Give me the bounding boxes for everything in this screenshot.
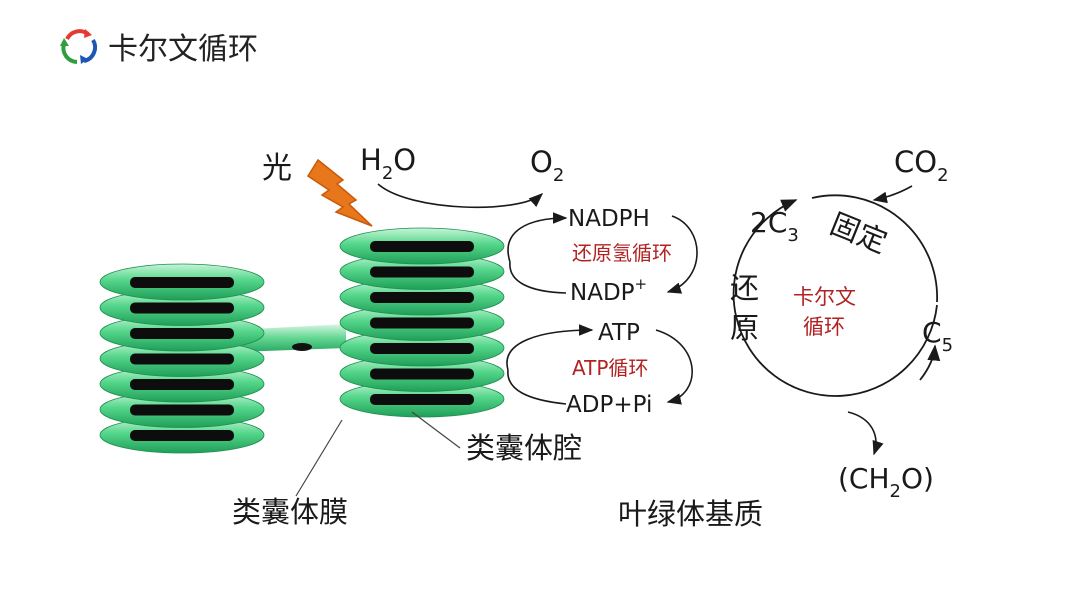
stroma-label: 叶绿体基质 bbox=[618, 497, 763, 531]
thylakoid-lumen-band bbox=[130, 328, 234, 339]
fixation-arrow-arc bbox=[811, 194, 938, 303]
nadph-cycle-arrow-top bbox=[507, 212, 568, 263]
nadph-cycle-arrow-right bbox=[666, 215, 698, 294]
light-label: 光 bbox=[262, 151, 292, 186]
thylakoid-lumen-band bbox=[130, 353, 234, 365]
thylakoid-lumen-band bbox=[130, 404, 234, 416]
thylakoid-membrane-label: 类囊体膜 bbox=[232, 495, 348, 529]
thylakoid-lumen-band bbox=[370, 266, 474, 278]
ch2o-output-arrow bbox=[847, 411, 884, 456]
o2-label: O2 bbox=[530, 145, 564, 186]
nadph-cycle-arrow-left bbox=[509, 261, 567, 294]
co2-label: CO2 bbox=[894, 145, 949, 186]
nadp-label: NADP+ bbox=[570, 275, 647, 306]
atp-cycle-label: ATP循环 bbox=[572, 356, 648, 380]
thylakoid-lumen-band bbox=[130, 430, 234, 441]
atp-cycle-arrow-top bbox=[506, 324, 594, 371]
thylakoid-lumen-band bbox=[370, 292, 474, 303]
thylakoid-lumen-band bbox=[370, 343, 474, 354]
granum-left bbox=[99, 263, 265, 454]
hydrogen-cycle-label: 还原氢循环 bbox=[572, 241, 672, 265]
c5-arrow bbox=[919, 344, 941, 381]
thylakoid-lumen-band bbox=[370, 241, 474, 252]
calvin-cycle-label-1: 卡尔文 bbox=[793, 285, 856, 309]
cycle-arrows-icon bbox=[60, 29, 98, 64]
atp-cycle-arrow-left bbox=[507, 369, 567, 405]
page-title: 卡尔文循环 bbox=[108, 32, 258, 67]
reduction-label-1: 还 bbox=[730, 271, 759, 305]
atp-label: ATP bbox=[598, 320, 640, 346]
thylakoid-lumen-band bbox=[370, 368, 474, 380]
thylakoid-lumen-band bbox=[130, 302, 234, 314]
atp-cycle-arrow-right bbox=[655, 329, 693, 405]
reduction-label-2: 原 bbox=[730, 311, 759, 345]
membrane-leader-line bbox=[295, 419, 343, 497]
granum-right bbox=[339, 227, 505, 418]
thylakoid-lumen-band bbox=[370, 394, 474, 405]
thylakoid-lumen-band bbox=[130, 277, 234, 288]
water-split-arrow bbox=[377, 183, 544, 209]
co2-input-arrow bbox=[872, 185, 913, 204]
lightning-bolt-icon bbox=[306, 158, 373, 227]
ch2o-label: (CH2O) bbox=[838, 462, 934, 502]
nadph-label: NADPH bbox=[568, 206, 650, 232]
c3-label: 2C3 bbox=[750, 206, 799, 246]
fixation-label: 固定 bbox=[826, 206, 893, 259]
lamella-spot bbox=[292, 343, 312, 351]
lumen-leader-line bbox=[411, 411, 461, 449]
thylakoid-lumen-band bbox=[370, 317, 474, 329]
thylakoid-lumen-label: 类囊体腔 bbox=[466, 431, 582, 465]
calvin-cycle-circle bbox=[732, 199, 938, 397]
adp-pi-label: ADP+Pi bbox=[566, 392, 652, 418]
thylakoid-lumen-band bbox=[130, 379, 234, 390]
c5-label: C5 bbox=[922, 316, 953, 356]
h2o-label: H2O bbox=[360, 143, 416, 184]
calvin-cycle-label-2: 循环 bbox=[803, 315, 845, 339]
